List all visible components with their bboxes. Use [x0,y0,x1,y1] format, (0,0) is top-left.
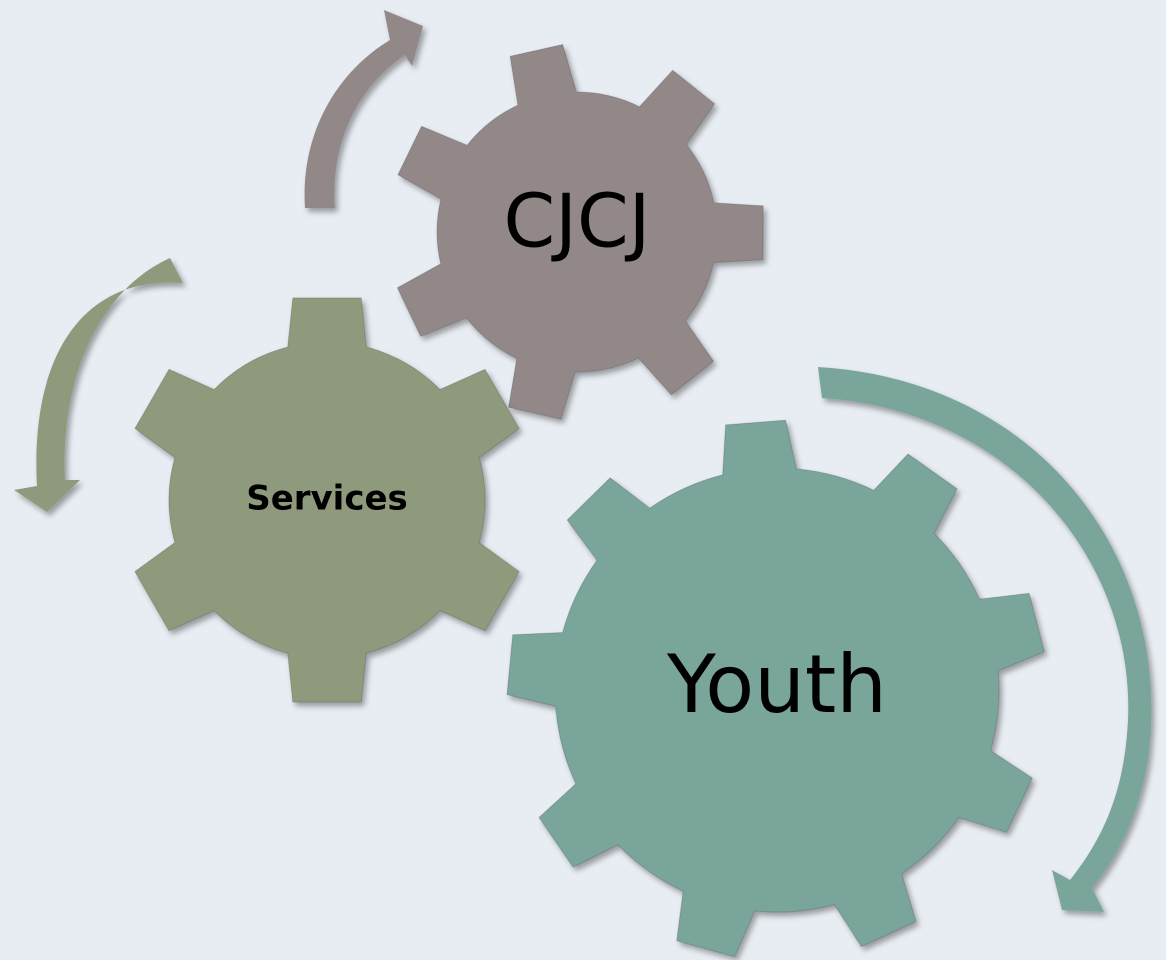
services-gear: Services [134,297,520,703]
services-gear-shape [134,297,520,703]
cjcj-gear: CJCJ [396,43,764,420]
youth-cycle-arrow [818,367,1152,912]
cjcj-cycle-arrow [304,10,423,208]
cjcj-arrow-body [304,10,423,208]
youth-arrow-body [818,367,1152,912]
cjcj-gear-label: CJCJ [504,179,651,265]
youth-gear-shape [506,419,1045,958]
youth-gear: Youth [506,419,1045,958]
youth-gear-label: Youth [666,638,887,731]
cjcj-gear-shape [396,43,764,420]
services-arrow-body [14,258,183,512]
services-gear-label: Services [246,479,408,519]
services-cycle-arrow [14,258,183,512]
